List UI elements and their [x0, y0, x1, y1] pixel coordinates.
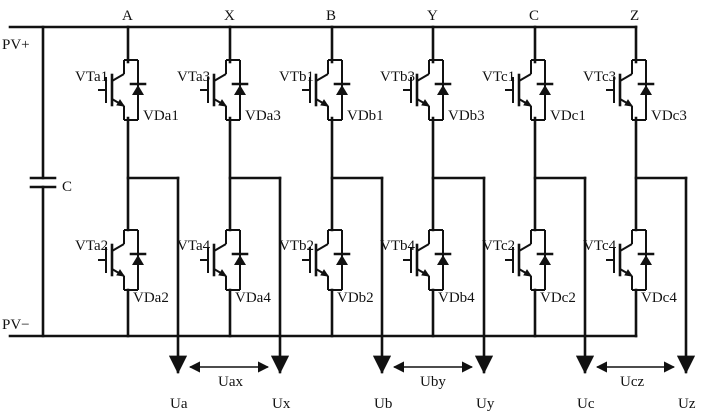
bottom-switch-label: VTa2: [75, 238, 108, 254]
bottom-diode-label: VDc2: [540, 290, 576, 306]
top-switch-label: VTc3: [583, 69, 616, 85]
bottom-diode-label: VDb2: [337, 290, 374, 306]
bottom-switch-label: VTa4: [177, 238, 211, 254]
output-label: Ux: [272, 396, 291, 412]
top-switch: [505, 59, 554, 121]
bottom-switch-label: VTc2: [482, 238, 515, 254]
positive-rail-label: PV+: [2, 37, 30, 53]
voltage-label: Uax: [218, 374, 243, 390]
output-label: Uc: [577, 396, 595, 412]
top-switch: [302, 59, 351, 121]
top-switch-label: VTb1: [279, 69, 314, 85]
voltage-label: Ucz: [620, 374, 644, 390]
output-terminals: Ua Ux Ub Uy Uc Uz Uax Uby Ucz: [170, 361, 696, 412]
bottom-switch: [606, 229, 655, 291]
output-label: Uz: [678, 396, 696, 412]
phase-label: Y: [427, 8, 438, 24]
voltage-label: Uby: [420, 374, 446, 390]
top-switch-label: VTa1: [75, 69, 108, 85]
capacitor-label: C: [62, 179, 72, 195]
bottom-switch-label: VTb4: [380, 238, 415, 254]
top-diode-label: VDc1: [550, 108, 586, 124]
top-diode-label: VDa3: [245, 108, 281, 124]
phase-label: Z: [630, 8, 639, 24]
bottom-diode-label: VDc4: [641, 290, 677, 306]
top-switch-label: VTc1: [482, 69, 515, 85]
top-switch: [403, 59, 452, 121]
bottom-switch: [505, 229, 554, 291]
top-diode-label: VDb3: [448, 108, 485, 124]
phase-label: C: [529, 8, 539, 24]
bridge-legs: AVTa1VDa1VTa2VDa2XVTa3VDa3VTa4VDa4BVTb1V…: [75, 8, 696, 374]
bottom-switch: [98, 229, 147, 291]
top-switch-label: VTa3: [177, 69, 210, 85]
top-diode-label: VDa1: [143, 108, 179, 124]
bottom-switch: [200, 229, 249, 291]
top-diode-label: VDb1: [347, 108, 384, 124]
bottom-diode-label: VDa4: [235, 290, 271, 306]
output-label: Uy: [476, 396, 495, 412]
bottom-diode-label: VDb4: [438, 290, 475, 306]
top-switch: [98, 59, 147, 121]
top-switch: [200, 59, 249, 121]
top-switch: [606, 59, 655, 121]
bottom-switch-label: VTb2: [279, 238, 314, 254]
output-label: Ua: [170, 396, 188, 412]
dc-link-capacitor: [29, 25, 57, 338]
bottom-switch: [403, 229, 452, 291]
phase-label: B: [326, 8, 336, 24]
bottom-diode-label: VDa2: [133, 290, 169, 306]
negative-rail-label: PV−: [2, 317, 30, 333]
phase-label: A: [122, 8, 133, 24]
top-diode-label: VDc3: [651, 108, 687, 124]
bottom-switch-label: VTc4: [583, 238, 617, 254]
bottom-switch: [302, 229, 351, 291]
output-label: Ub: [374, 396, 392, 412]
top-switch-label: VTb3: [380, 69, 415, 85]
phase-label: X: [224, 8, 235, 24]
